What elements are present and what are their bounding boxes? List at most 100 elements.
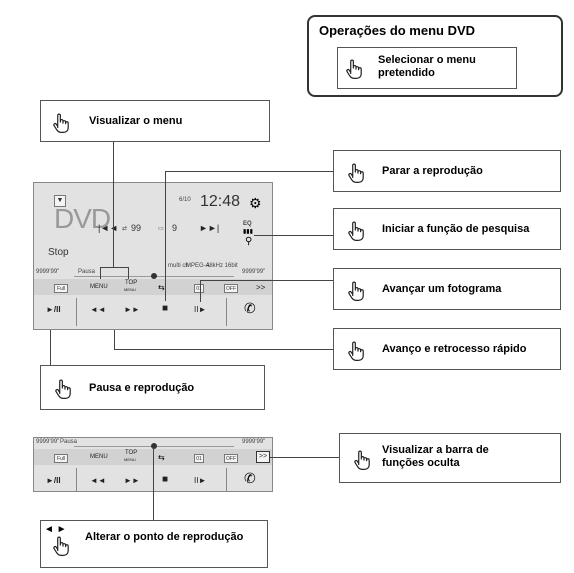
pause-play-label: Pausa e reprodução <box>89 382 195 394</box>
leader-line <box>254 235 333 236</box>
callout-fast-forward-rewind: Avanço e retrocesso rápido <box>333 328 561 370</box>
show-hidden-bar-label: Visualizar a barra de funções oculta <box>382 444 489 469</box>
status-text: Stop <box>48 247 69 258</box>
top-menu-button[interactable]: TOP <box>125 280 138 286</box>
leader-line <box>270 457 339 458</box>
eq-label: EQ <box>243 221 252 227</box>
fast-forward-button[interactable]: ►► <box>124 476 140 485</box>
leader-line <box>165 171 333 172</box>
divider <box>76 298 77 326</box>
progress-knob[interactable] <box>151 443 157 449</box>
menu-button[interactable]: MENU <box>90 284 108 290</box>
chapter-number: 9 <box>172 223 178 233</box>
audio-info-3: 48kHz 16bit <box>206 263 238 269</box>
rewind-button[interactable]: ◄◄ <box>90 476 106 485</box>
leader-line <box>114 349 333 350</box>
callout-show-hidden-bar: Visualizar a barra de funções oculta <box>339 433 561 483</box>
elapsed-time: 9999'99" <box>36 439 60 445</box>
track-icon: ⇄ <box>122 226 128 232</box>
hand-pointer-icon <box>49 110 73 134</box>
date: 6/10 <box>179 197 191 203</box>
leader-line <box>100 267 128 268</box>
menu-button[interactable]: MENU <box>90 454 108 460</box>
more-functions-button[interactable]: >> <box>256 451 270 463</box>
dvd-menu-panel: Operações do menu DVD Selecionar o menu … <box>307 15 563 97</box>
callout-frame-advance: Avançar um fotograma <box>333 268 561 310</box>
remaining-time: 9999'99" <box>242 439 266 445</box>
phone-icon[interactable]: ✆ <box>244 470 256 486</box>
fast-forward-rewind-label: Avanço e retrocesso rápido <box>382 343 527 355</box>
next-chapter-icon[interactable]: ►►| <box>199 223 220 233</box>
play-pause-button[interactable]: ►/II <box>46 305 61 314</box>
remaining-time: 9999'99" <box>242 269 266 275</box>
callout-pause-play: Pausa e reprodução <box>40 365 265 410</box>
start-search-label: Iniciar a função de pesquisa <box>382 223 530 235</box>
source-menu-button[interactable]: ▼ <box>54 195 66 207</box>
repeat-icon[interactable]: ⇆ <box>158 283 165 292</box>
off-button[interactable]: OFF <box>224 454 238 463</box>
track-number: 99 <box>131 223 142 233</box>
leader-line <box>114 330 115 349</box>
play-pause-button[interactable]: ►/II <box>46 476 61 485</box>
divider <box>226 468 227 492</box>
pause-label: Pausa <box>60 439 78 445</box>
hand-pointer-icon <box>344 218 368 242</box>
one-button[interactable]: 01 <box>194 284 204 293</box>
progress-knob[interactable] <box>151 273 157 279</box>
divider <box>76 468 77 492</box>
settings-gear-icon[interactable]: ⚙ <box>249 195 262 211</box>
hand-pointer-icon <box>344 278 368 302</box>
dvd-logo: DVD <box>54 203 111 234</box>
leader-line <box>153 447 154 520</box>
stop-button[interactable]: ■ <box>162 474 169 485</box>
repeat-icon[interactable]: ⇆ <box>158 453 165 462</box>
hand-pointer-icon <box>342 56 366 80</box>
dvd-screen: ▼ DVD 6/10 12:48 ⚙ |◄◄ ⇄ 99 ▭ 9 ►►| EQ ▮… <box>33 182 273 330</box>
off-button[interactable]: OFF <box>224 284 238 293</box>
audio-info-1: multi ch <box>168 263 189 269</box>
hand-pointer-icon <box>344 338 368 362</box>
frame-advance-label: Avançar um fotograma <box>382 283 502 295</box>
prev-chapter-icon[interactable]: |◄◄ <box>98 223 119 233</box>
phone-icon[interactable]: ✆ <box>244 300 256 316</box>
stop-button[interactable]: ■ <box>162 303 169 314</box>
one-button[interactable]: 01 <box>194 454 204 463</box>
hand-pointer-icon <box>344 160 368 184</box>
leader-line <box>50 330 51 365</box>
select-menu-label: Selecionar o menu pretendido <box>378 54 476 79</box>
function-bar <box>34 279 272 295</box>
callout-stop-playback: Parar a reprodução <box>333 150 561 192</box>
leader-line <box>128 267 129 279</box>
drag-hand-icon <box>49 533 73 557</box>
top-menu-button[interactable]: TOP <box>125 450 138 456</box>
more-functions-button[interactable]: >> <box>256 283 266 292</box>
leader-line <box>113 142 114 267</box>
full-screen-button[interactable]: Full <box>54 454 68 463</box>
leader-line <box>100 267 101 279</box>
select-menu-callout: Selecionar o menu pretendido <box>337 47 517 89</box>
hand-pointer-icon <box>51 376 75 400</box>
full-screen-button[interactable]: Full <box>54 284 68 293</box>
divider <box>226 298 227 326</box>
show-menu-label: Visualizar o menu <box>89 115 183 127</box>
arrows-left-right-icon: ◄ ► <box>44 524 67 535</box>
frame-advance-button[interactable]: II► <box>194 305 207 314</box>
audio-info-2: MPEG-A <box>186 263 210 269</box>
top-menu-sub: MENU <box>124 457 136 462</box>
fast-forward-button[interactable]: ►► <box>124 305 140 314</box>
leader-line <box>165 171 166 301</box>
callout-start-search: Iniciar a função de pesquisa <box>333 208 561 250</box>
frame-advance-button[interactable]: II► <box>194 476 207 485</box>
clock: 12:48 <box>200 193 241 210</box>
callout-show-menu: Visualizar o menu <box>40 100 270 142</box>
dvd-menu-title: Operações do menu DVD <box>319 23 476 38</box>
hand-pointer-icon <box>350 447 374 471</box>
callout-change-point: ◄ ► Alterar o ponto de reprodução <box>40 520 268 568</box>
chapter-icon: ▭ <box>158 226 164 232</box>
rewind-button[interactable]: ◄◄ <box>90 305 106 314</box>
top-menu-sub: MENU <box>124 287 136 292</box>
pause-label: Pausa <box>78 269 96 275</box>
stop-playback-label: Parar a reprodução <box>382 165 483 177</box>
eq-bars-icon: ▮▮▮ <box>243 229 253 235</box>
search-icon[interactable]: ⚲ <box>245 236 253 247</box>
